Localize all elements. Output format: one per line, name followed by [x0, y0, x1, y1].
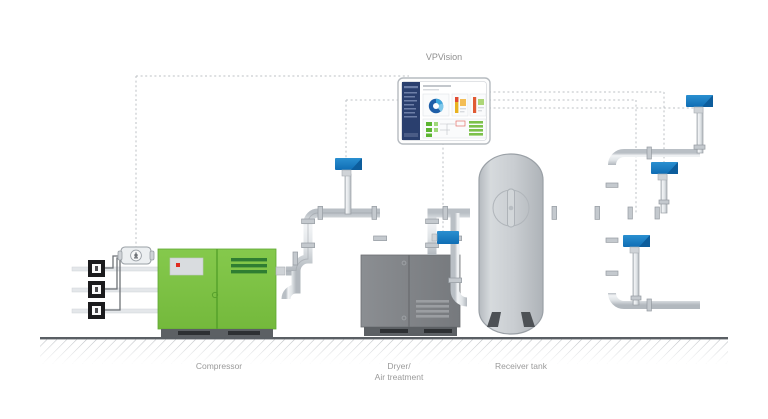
- tablet-sidebar: [402, 82, 420, 140]
- ground: [40, 337, 728, 364]
- vpvision-tablet[interactable]: [397, 77, 491, 145]
- dryer-vents: [416, 300, 449, 318]
- compressor-vents: [231, 258, 267, 274]
- tablet-widget-flow-schematic: [422, 118, 487, 139]
- current-clamp-sensors[interactable]: [88, 260, 105, 319]
- flow-sensor: [335, 158, 362, 177]
- flow-sensor: [651, 162, 678, 181]
- tank-leg: [487, 312, 501, 327]
- dryer-unit[interactable]: [360, 254, 461, 336]
- piping-network: [281, 107, 704, 309]
- receiver-tank[interactable]: [478, 153, 544, 335]
- compressor-unit[interactable]: [157, 248, 286, 338]
- label-dryer-line2: Air treatment: [375, 372, 424, 382]
- flow-sensor: [623, 235, 650, 254]
- current-clamp: [88, 260, 105, 277]
- vpvision-title: VPVision: [426, 52, 462, 62]
- flow-sensors[interactable]: [335, 95, 713, 254]
- tablet-widget-gauge-1: [451, 93, 469, 117]
- tablet-widget-donut: [422, 93, 450, 117]
- tablet-widget-gauge-2: [469, 93, 487, 117]
- flow-sensor: [686, 95, 713, 114]
- label-compressor: Compressor: [196, 361, 242, 371]
- label-dryer-line1: Dryer/: [387, 361, 411, 371]
- current-clamp: [88, 281, 105, 298]
- flow-sensor: [431, 231, 459, 244]
- current-clamp: [88, 302, 105, 319]
- compressor-control-panel[interactable]: [169, 257, 204, 276]
- status-led: [176, 263, 180, 267]
- clamp-cables: [105, 255, 122, 311]
- label-receiver-tank: Receiver tank: [495, 361, 548, 371]
- data-gateway[interactable]: [117, 246, 155, 265]
- tank-leg: [521, 312, 535, 327]
